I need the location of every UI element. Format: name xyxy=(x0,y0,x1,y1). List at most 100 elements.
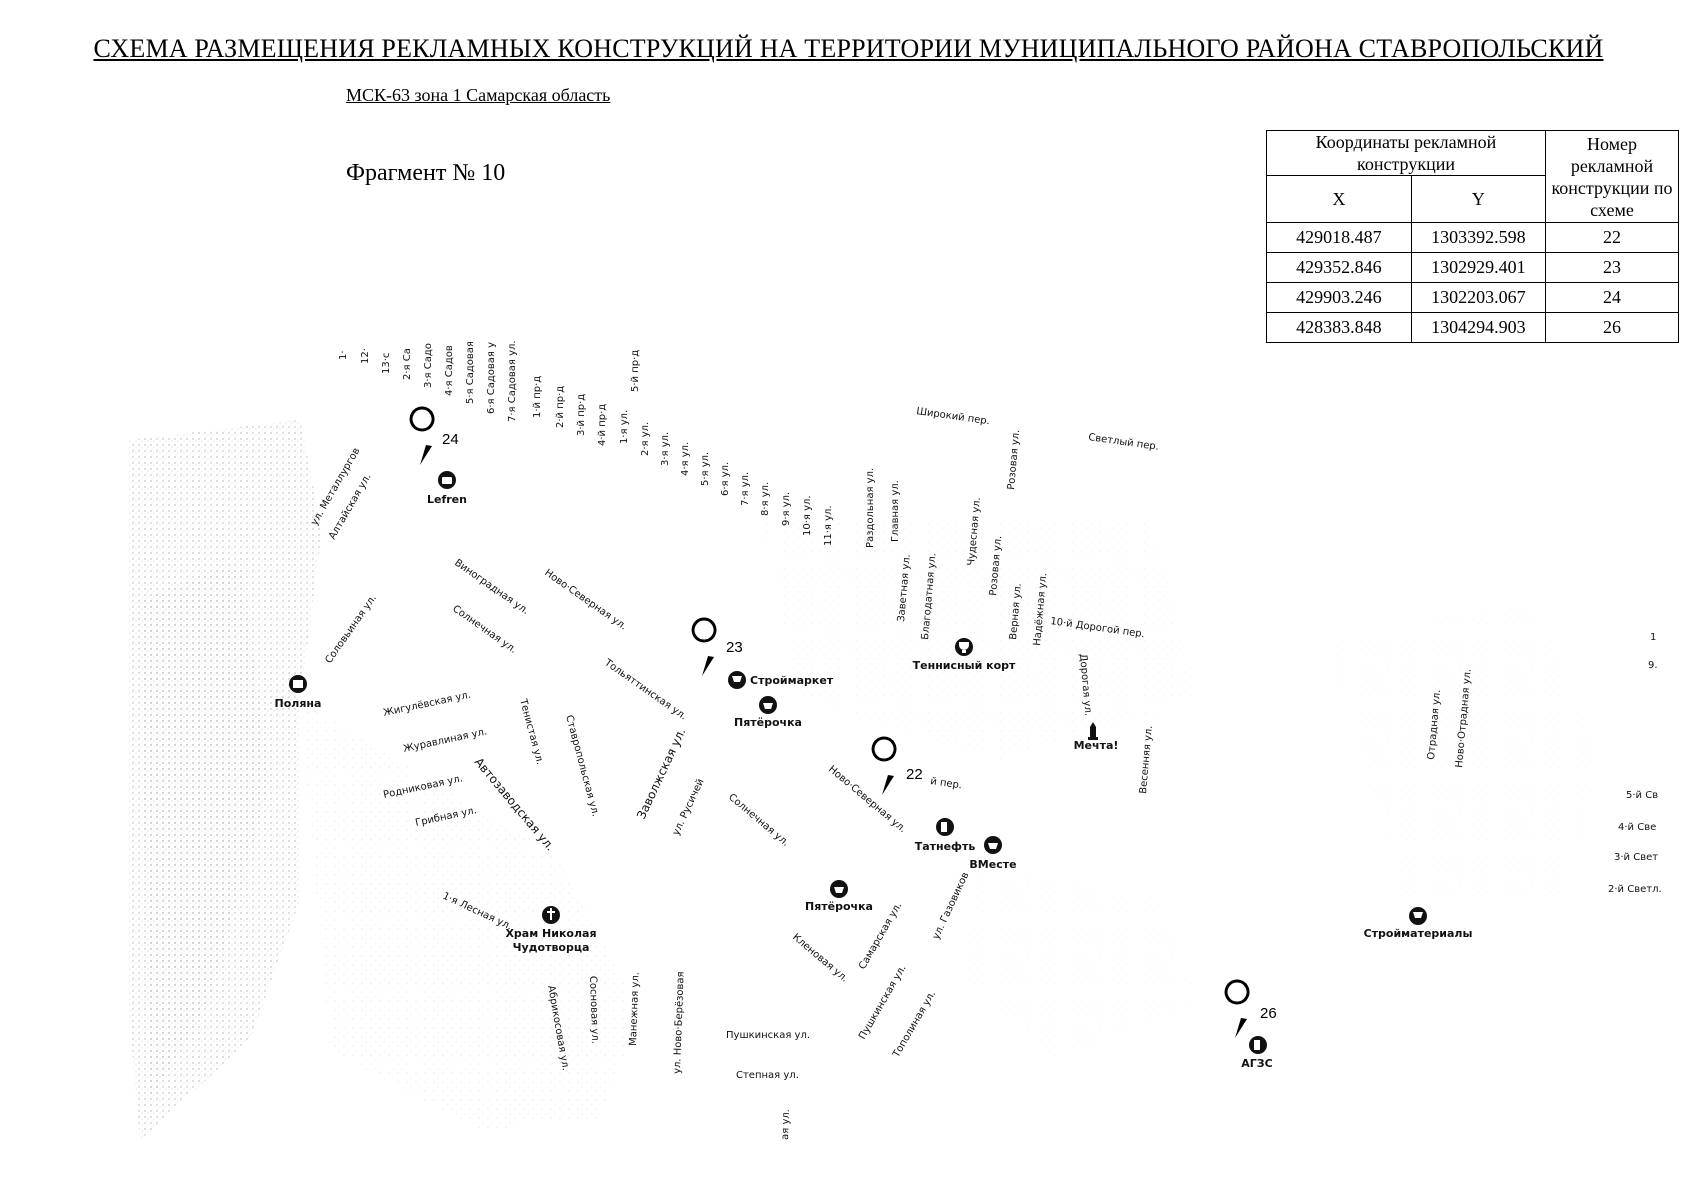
street-label: 1·й пр·д xyxy=(532,376,543,418)
pin-number: 22 xyxy=(906,766,923,783)
ad-pin-26[interactable]: 26 xyxy=(1224,979,1277,1038)
street-label: 3·й Свет xyxy=(1614,852,1658,863)
street-label: ул. Металлургов xyxy=(309,446,362,528)
poi-label: Чудотворца xyxy=(513,941,590,954)
street-label: 2·й пр·д xyxy=(555,386,566,428)
cart-icon xyxy=(732,676,742,682)
poi-label: Lefren xyxy=(427,493,467,506)
street-label: 4·й пр·д xyxy=(597,404,608,446)
street-label: 13·с xyxy=(381,353,392,374)
poi-stroymarket[interactable]: Строймаркет xyxy=(728,671,834,689)
street-label: 5·я ул. xyxy=(700,452,711,486)
street-label: й пер. xyxy=(930,776,963,791)
poi-label: Пятёрочка xyxy=(805,900,873,913)
poi-tatneft[interactable]: Татнефть xyxy=(915,818,976,853)
street-labels: 1· 12· 13·с 2·я Са 3·я Садо 4·я Садов 5·… xyxy=(309,340,1662,1140)
street-label: Родниковая ул. xyxy=(382,773,463,801)
y-cell: 1302203.067 xyxy=(1410,282,1547,313)
street-label: Пушкинская ул. xyxy=(726,1030,810,1041)
poi-tennis[interactable]: Теннисный корт xyxy=(913,638,1016,672)
street-label: Ново·Северная ул. xyxy=(542,567,628,632)
poi-mechta[interactable]: Мечта! xyxy=(1074,722,1119,752)
ad-pin-23[interactable]: 23 xyxy=(691,617,743,676)
street-label: Грибная ул. xyxy=(414,805,477,829)
street-label: 2·й Светл. xyxy=(1608,884,1662,895)
number-header: Номер рекламной конструкции по схеме xyxy=(1545,130,1679,223)
map-pin-icon xyxy=(1224,979,1250,1005)
pin-number: 26 xyxy=(1260,1005,1277,1022)
street-label: Надёжная ул. xyxy=(1032,573,1049,647)
street-label: 10·й Дорогой пер. xyxy=(1050,616,1146,640)
poi-stroymaterialy[interactable]: Стройматериалы xyxy=(1364,907,1473,940)
poi-label: Строймаркет xyxy=(750,674,834,687)
street-label: 5·й Св xyxy=(1626,790,1658,801)
poi-label: ВМесте xyxy=(969,858,1016,871)
page-title: СХЕМА РАЗМЕЩЕНИЯ РЕКЛАМНЫХ КОНСТРУКЦИЙ Н… xyxy=(93,34,1604,63)
street-label: Виноградная ул. xyxy=(452,557,530,616)
number-cell: 24 xyxy=(1545,282,1679,313)
street-label: Чудесная ул. xyxy=(966,497,983,566)
street-label: 8·я ул. xyxy=(760,482,771,516)
poi-group: Lefren Поляна Строймаркет Пятёрочка Тенн… xyxy=(275,471,1473,1070)
street-label: 12· xyxy=(360,348,371,364)
street-label: Журавлиная ул. xyxy=(402,726,488,754)
street-label: Ставропольская ул. xyxy=(563,714,601,818)
map-pin-icon xyxy=(409,406,435,432)
poi-khram[interactable]: Храм Николая Чудотворца xyxy=(505,906,597,954)
street-label: 6·я Садовая у xyxy=(486,342,497,414)
poi-vmeste[interactable]: ВМесте xyxy=(969,836,1017,871)
street-label: 1 xyxy=(1650,632,1656,643)
street-label: Ново·Отрадная ул. xyxy=(1454,668,1474,768)
poi-label: Мечта! xyxy=(1074,739,1119,752)
basket-icon xyxy=(988,843,998,849)
poi-label: Поляна xyxy=(275,697,322,710)
street-label: Ново·Северная ул. xyxy=(826,764,908,835)
poi-pyaterochka-1[interactable]: Пятёрочка xyxy=(734,696,802,729)
street-label: Жигулёвская ул. xyxy=(382,690,472,719)
y-cell: 1304294.903 xyxy=(1410,312,1547,343)
street-label: 3·й пр·д xyxy=(576,394,587,436)
ad-pin-24[interactable]: 24 xyxy=(409,406,459,465)
poi-label: Теннисный корт xyxy=(913,659,1016,672)
pin-group: 24 23 22 26 xyxy=(409,406,1277,1038)
number-cell: 26 xyxy=(1545,312,1679,343)
street-label: Розовая ул. xyxy=(988,535,1004,596)
street-label: 5·й пр·д xyxy=(630,350,641,392)
street-label: Заволжская ул. xyxy=(634,726,688,821)
ad-pin-22[interactable]: 22 xyxy=(871,736,923,795)
street-label: ул. Газовиков xyxy=(931,871,972,942)
trophy-icon xyxy=(959,642,969,653)
street-label: Сосновая ул. xyxy=(587,976,600,1044)
fuel-pump-icon xyxy=(941,822,947,832)
street-label: ая ул. xyxy=(780,1109,792,1140)
street-label: Верная ул. xyxy=(1008,583,1024,640)
street-label: Солнечная ул. xyxy=(450,603,518,655)
street-label: Раздольная ул. xyxy=(865,468,876,548)
street-label: 7·я ул. xyxy=(740,472,751,506)
street-label: Солнечная ул. xyxy=(726,792,791,849)
coordinates-table: Координаты рекламной конструкции Номер р… xyxy=(1266,130,1679,343)
street-label: 7·я Садовая ул. xyxy=(507,340,518,422)
street-label: Абрикосовая ул. xyxy=(545,985,571,1072)
street-label: Заветная ул. xyxy=(896,554,913,622)
poi-pyaterochka-2[interactable]: Пятёрочка xyxy=(805,880,873,913)
street-label: 4·я Садов xyxy=(444,345,455,396)
street-label: 9·я ул. xyxy=(781,492,792,526)
basket-icon xyxy=(834,887,844,893)
cart-icon xyxy=(1413,912,1423,918)
coords-header: Координаты рекламной конструкции xyxy=(1266,130,1546,176)
poi-polyana[interactable]: Поляна xyxy=(275,675,322,710)
poi-lefren[interactable]: Lefren xyxy=(427,471,467,506)
y-cell: 1302929.401 xyxy=(1410,252,1547,283)
street-label: 10·я ул. xyxy=(802,495,813,536)
poi-agzs[interactable]: АГЗС xyxy=(1241,1036,1273,1070)
poi-label: Татнефть xyxy=(915,840,976,853)
poi-label: Стройматериалы xyxy=(1364,927,1473,940)
street-label: 4·я ул. xyxy=(680,442,691,476)
street-label: 3·я Садо xyxy=(423,343,434,388)
street-label: 1·я Лесная ул. xyxy=(441,891,514,933)
number-cell: 23 xyxy=(1545,252,1679,283)
street-label: 2·я ул. xyxy=(640,422,651,456)
poi-label: АГЗС xyxy=(1241,1057,1272,1070)
street-label: Кленовая ул. xyxy=(790,932,850,985)
